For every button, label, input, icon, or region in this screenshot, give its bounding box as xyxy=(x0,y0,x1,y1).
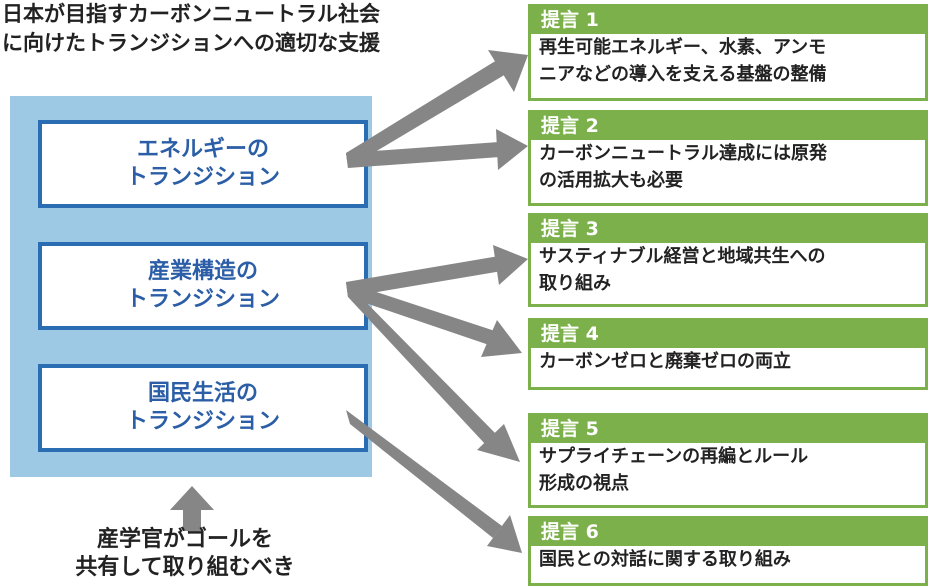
proposal-1-line-2: ニアなどの導入を支える基盤の整備 xyxy=(539,64,827,85)
industry-transition-line-1: 産業構造の xyxy=(147,259,258,284)
proposal-4: 提言 4 カーボンゼロと廃棄ゼロの両立 xyxy=(528,318,928,390)
proposal-4-line-1: カーボンゼロと廃棄ゼロの両立 xyxy=(539,351,791,372)
arrow-shaft-industry-p4 xyxy=(346,282,498,346)
proposal-1-line-1: 再生可能エネルギー、水素、アンモ xyxy=(539,37,827,58)
proposal-2-line-1: カーボンニュートラル達成には原発 xyxy=(539,143,827,164)
diagram-title: 日本が目指すカーボンニュートラル社会 に向けたトランジションへの適切な支援 xyxy=(2,0,380,58)
title-line-2: に向けたトランジションへの適切な支援 xyxy=(2,31,380,55)
arrowhead-p5 xyxy=(477,424,520,462)
industry-transition-line-2: トランジション xyxy=(125,287,280,312)
proposal-5-text: サプライチェーンの再編とルール 形成の視点 xyxy=(531,443,925,497)
lifestyle-transition-line-1: 国民生活の xyxy=(147,381,258,406)
proposal-5-line-2: 形成の視点 xyxy=(539,473,629,494)
proposal-3-line-2: 取り組み xyxy=(539,273,611,294)
proposal-1-label: 提言 1 xyxy=(531,7,925,34)
proposal-4-text: カーボンゼロと廃棄ゼロの両立 xyxy=(531,348,925,375)
arrow-shaft-industry-p3 xyxy=(346,256,502,297)
arrowhead-p6 xyxy=(487,515,522,553)
proposal-5-line-1: サプライチェーンの再編とルール xyxy=(539,446,809,467)
arrowhead-p4 xyxy=(481,320,522,357)
proposal-4-label: 提言 4 xyxy=(531,321,925,348)
proposal-2-label: 提言 2 xyxy=(531,113,925,140)
up-arrow xyxy=(170,486,214,531)
proposal-6-text: 国民との対話に関する取り組み xyxy=(531,546,925,573)
proposal-3-label: 提言 3 xyxy=(531,216,925,243)
proposal-2-line-2: の活用拡大も必要 xyxy=(539,170,683,191)
arrow-shaft-energy-p2 xyxy=(346,142,500,168)
footer-note: 産学官がゴールを 共有して取り組むべき xyxy=(20,526,350,582)
arrow-shaft-industry-p5 xyxy=(346,282,497,445)
arrow-shaft-energy-p1 xyxy=(346,60,506,168)
energy-transition-line-1: エネルギーの xyxy=(136,137,269,162)
proposal-6: 提言 6 国民との対話に関する取り組み xyxy=(528,516,928,586)
proposal-3-line-1: サスティナブル経営と地域共生への xyxy=(539,246,826,267)
arrowhead-p1 xyxy=(488,50,528,92)
proposal-5: 提言 5 サプライチェーンの再編とルール 形成の視点 xyxy=(528,413,928,508)
proposal-6-label: 提言 6 xyxy=(531,519,925,546)
proposal-3: 提言 3 サスティナブル経営と地域共生への 取り組み xyxy=(528,213,928,307)
proposal-6-line-1: 国民との対話に関する取り組み xyxy=(539,549,791,570)
footer-line-2: 共有して取り組むべき xyxy=(75,555,295,580)
proposal-2: 提言 2 カーボンニュートラル達成には原発 の活用拡大も必要 xyxy=(528,110,928,206)
proposal-1-text: 再生可能エネルギー、水素、アンモ ニアなどの導入を支える基盤の整備 xyxy=(531,34,925,88)
proposal-3-text: サスティナブル経営と地域共生への 取り組み xyxy=(531,243,925,297)
title-line-1: 日本が目指すカーボンニュートラル社会 xyxy=(2,2,380,26)
arrowhead-p2 xyxy=(496,129,528,170)
arrowhead-p3 xyxy=(493,245,528,285)
proposal-1: 提言 1 再生可能エネルギー、水素、アンモ ニアなどの導入を支える基盤の整備 xyxy=(528,4,928,101)
arrow-shaft-lifestyle-p6 xyxy=(346,410,502,538)
lifestyle-transition-line-2: トランジション xyxy=(125,409,280,434)
lifestyle-transition-box: 国民生活の トランジション xyxy=(38,364,368,452)
proposal-5-label: 提言 5 xyxy=(531,416,925,443)
footer-line-1: 産学官がゴールを xyxy=(96,527,273,552)
energy-transition-line-2: トランジション xyxy=(125,165,280,190)
proposal-2-text: カーボンニュートラル達成には原発 の活用拡大も必要 xyxy=(531,140,925,194)
